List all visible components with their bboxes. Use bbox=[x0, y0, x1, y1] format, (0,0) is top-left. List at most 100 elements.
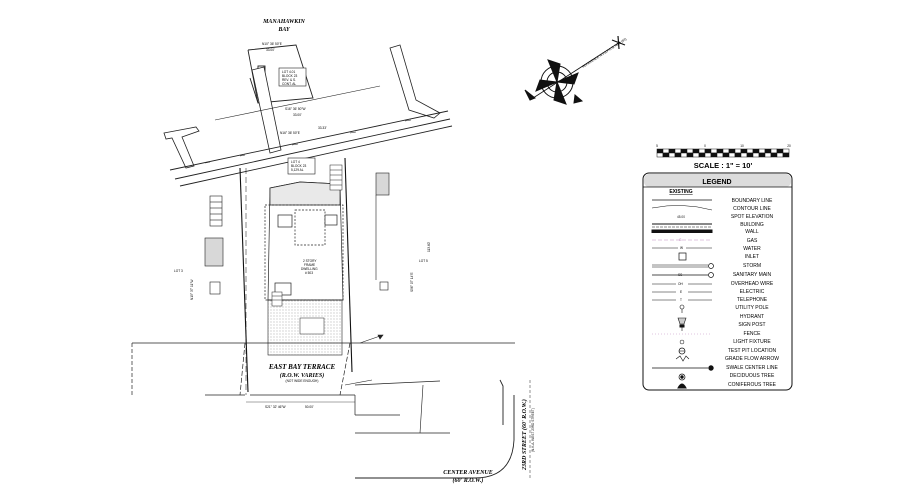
scale-tick-20: 20 bbox=[787, 144, 791, 148]
scale-block bbox=[740, 152, 748, 158]
house-label-1: 2 STORY bbox=[303, 259, 317, 263]
bearing-lower: N16° 36' 50"E bbox=[280, 131, 300, 135]
bearing-top-dist: 33.00' bbox=[266, 48, 275, 52]
legend-item-label: ELECTRIC bbox=[740, 289, 765, 295]
bearing-mid: S16° 36' 50"W bbox=[285, 107, 306, 111]
east-bay-terrace-row: (R.O.W. VARIES) bbox=[280, 372, 324, 379]
shoreline-ticks bbox=[204, 119, 412, 164]
street-boundary bbox=[355, 379, 531, 480]
property-boundary bbox=[239, 157, 353, 395]
lot-right-label: LOT 5 bbox=[419, 259, 428, 263]
scale-block bbox=[776, 148, 784, 154]
legend-item-label: SPOT ELEVATION bbox=[731, 214, 774, 220]
scale-block bbox=[752, 148, 760, 154]
scale-tick-10: 10 bbox=[740, 144, 744, 148]
scale-block bbox=[764, 152, 772, 158]
scale-block bbox=[704, 152, 712, 158]
center-avenue-name: CENTER AVENUE bbox=[443, 470, 493, 476]
legend-item-label: STORM bbox=[743, 263, 761, 269]
upper-lot-line-4: CONT. AL bbox=[282, 82, 296, 86]
legend-item-label: INLET bbox=[745, 254, 759, 260]
legend-item-label: GRADE FLOW ARROW bbox=[725, 356, 779, 362]
legend-item-label: TEST PIT LOCATION bbox=[728, 348, 777, 354]
legend-item-label: SANITARY MAIN bbox=[733, 272, 772, 278]
dwelling bbox=[264, 181, 344, 301]
legend-item-label: CONTOUR LINE bbox=[733, 206, 771, 212]
driveway-pad bbox=[299, 317, 325, 335]
23rd-street-name: 23RD STREET (60' R.O.W.) bbox=[521, 399, 528, 471]
legend-item-label: SIGN POST bbox=[738, 322, 765, 328]
scale-block bbox=[776, 152, 784, 158]
scale-block bbox=[698, 152, 706, 158]
scale-block bbox=[692, 152, 700, 158]
jetty-right bbox=[389, 44, 441, 119]
north-arrow-icon bbox=[524, 35, 626, 105]
water-body-name: MANAHAWKIN bbox=[262, 19, 305, 25]
contour-symbol bbox=[651, 205, 713, 211]
scale-block bbox=[656, 152, 664, 158]
scale-block bbox=[740, 148, 748, 154]
neighbor-left bbox=[204, 195, 224, 295]
legend-item-label: HYDRANT bbox=[740, 314, 764, 320]
scale-label: SCALE : 1" = 10' bbox=[694, 161, 753, 170]
scale-block bbox=[758, 148, 766, 154]
upper-lot-line-3: REV. & S. bbox=[282, 78, 296, 82]
scale-block bbox=[722, 148, 730, 154]
house-label-2: FRAME bbox=[304, 263, 315, 267]
scale-block bbox=[674, 152, 682, 158]
scale-block bbox=[728, 152, 736, 158]
scale-block bbox=[782, 152, 790, 158]
scale-block bbox=[698, 148, 706, 154]
scale-block bbox=[674, 148, 682, 154]
gas-letter: G bbox=[679, 238, 682, 242]
scale-block bbox=[770, 148, 778, 154]
legend-item-label: WALL bbox=[745, 229, 759, 235]
north-arrow-label: REFERENCE N.J.S.P.C.S. NAD (83) bbox=[581, 37, 627, 69]
scale-block bbox=[662, 148, 670, 154]
upper-lot-box: LOT 4.01 BLOCK 23 REV. & S. CONT. AL bbox=[278, 67, 307, 87]
scale-block bbox=[680, 152, 688, 158]
east-bay-terrace-note: (NOT WIDE ENOUGH) bbox=[286, 379, 319, 383]
neighbor-right bbox=[375, 172, 390, 291]
house-label-3: DWELLING bbox=[301, 267, 318, 271]
bearing-right-side: S56° 07' 14"E bbox=[410, 272, 414, 292]
23rd-street-note: (N.K.A. WEST 23RD STREET) bbox=[531, 408, 535, 452]
house-label-4: # 503 bbox=[305, 271, 313, 275]
telephone-letter: T bbox=[680, 298, 682, 302]
scale-block bbox=[692, 148, 700, 154]
legend-item-label: FENCE bbox=[744, 331, 762, 337]
water-letter: W bbox=[680, 246, 683, 250]
scale-block bbox=[728, 148, 736, 154]
scale-block bbox=[746, 148, 754, 154]
shoreline-band bbox=[169, 85, 453, 187]
scale-bar: 5 0 10 20 SCALE : 1" = 10' bbox=[656, 144, 791, 170]
legend-item-label: UTILITY POLE bbox=[735, 305, 769, 311]
scale-block bbox=[668, 148, 676, 154]
middle-lot-box: LOT 4 BLOCK 23 5,129 AL bbox=[287, 157, 316, 175]
bearing-bottom-dist: 50.00' bbox=[305, 405, 314, 409]
spot-elevation-symbol: 45.00 bbox=[677, 215, 685, 219]
middle-lot-line-2: BLOCK 23 bbox=[291, 164, 306, 168]
scale-block bbox=[770, 152, 778, 158]
bearing-bottom: S21° 32' 46"W bbox=[265, 405, 286, 409]
bearing-top: N10° 36' 50"E bbox=[262, 42, 282, 46]
scale-block bbox=[716, 148, 724, 154]
scale-tick-0: 0 bbox=[704, 144, 706, 148]
bearing-lower-dist: 33.33' bbox=[318, 126, 327, 130]
jetty-left bbox=[251, 66, 282, 154]
overhead-letter: OH bbox=[678, 282, 683, 286]
scale-block bbox=[680, 148, 688, 154]
east-bay-terrace-name: EAST BAY TERRACE bbox=[268, 363, 336, 371]
scale-block bbox=[662, 152, 670, 158]
legend-item-label: DECIDUOUS TREE bbox=[730, 373, 775, 379]
legend: LEGEND EXISTING 45.00 bbox=[642, 172, 793, 391]
middle-lot-line-1: LOT 4 bbox=[291, 160, 300, 164]
legend-item-label: GAS bbox=[747, 238, 758, 244]
middle-lot-line-3: 5,129 AL bbox=[291, 168, 304, 172]
legend-item-label: WATER bbox=[743, 246, 761, 252]
scale-block bbox=[710, 152, 718, 158]
upper-lot-line-2: BLOCK 23 bbox=[282, 74, 297, 78]
legend-subtitle: EXISTING bbox=[669, 189, 692, 195]
